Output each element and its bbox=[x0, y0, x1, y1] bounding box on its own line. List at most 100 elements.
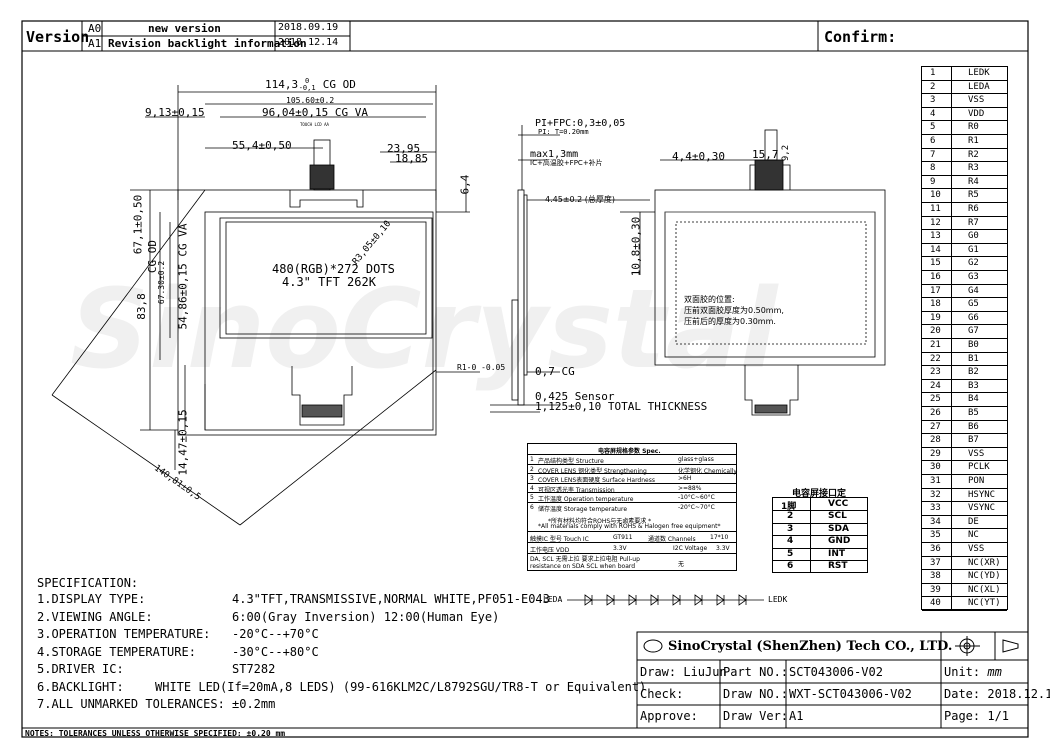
tp-pin-name: SDA bbox=[828, 523, 849, 534]
approve-label: Approve: bbox=[640, 709, 698, 723]
tp-pin-name: RST bbox=[828, 561, 848, 571]
spec-row-divider bbox=[528, 492, 736, 493]
pin-number: 17 bbox=[930, 285, 941, 296]
pin-name: B5 bbox=[968, 408, 979, 418]
pin-name: R1 bbox=[968, 136, 979, 146]
pin-name: LEDA bbox=[968, 81, 990, 92]
spec-row-divider bbox=[528, 463, 736, 465]
pi-t-label: PI: T=0.20mm bbox=[538, 128, 589, 136]
pin-number: 40 bbox=[930, 598, 941, 609]
pi-fpc-label: PI+FPC:0,3±0,05 bbox=[535, 118, 626, 129]
spec-value: ±0.2mm bbox=[232, 697, 276, 711]
max-thickness: max1,3mm bbox=[530, 149, 579, 160]
rohs-note-en: *All materials comply with ROHS & Haloge… bbox=[538, 523, 721, 530]
tp-row-divider bbox=[773, 510, 867, 511]
pin-name: B4 bbox=[968, 394, 979, 405]
pin-name: B3 bbox=[968, 380, 979, 391]
pin-number: 30 bbox=[930, 462, 941, 473]
drawn-by: Draw: LiuJun bbox=[640, 665, 727, 679]
tp-pin-number: 5 bbox=[787, 548, 794, 559]
tp-pin-head-no: 1脚 bbox=[781, 502, 797, 512]
draw-ver-label: Draw Ver: bbox=[723, 709, 789, 723]
pin-number: 33 bbox=[930, 503, 941, 514]
pin-name: VDD bbox=[968, 108, 985, 119]
pin-number: 28 bbox=[930, 435, 941, 446]
pin-number: 5 bbox=[930, 122, 936, 133]
vdd-label: 工作电压 VDD bbox=[530, 547, 570, 554]
pin-number: 2 bbox=[930, 81, 936, 92]
led-diode-icon bbox=[738, 594, 747, 606]
led-diode-icon bbox=[694, 594, 703, 606]
tp-pin-name: GND bbox=[828, 536, 851, 546]
pin-number: 1 bbox=[930, 68, 936, 78]
pin-name: R6 bbox=[968, 204, 979, 214]
led-anode-label: LEDA bbox=[543, 595, 563, 604]
led-cathode-label: LEDK bbox=[768, 595, 788, 604]
touch-ic-label: 触摸IC 型号 Touch IC bbox=[530, 536, 589, 543]
check-label: Check: bbox=[640, 687, 684, 701]
specification-title: SPECIFICATION: bbox=[37, 576, 139, 590]
date-label: Date: 2018.12.14 bbox=[944, 687, 1050, 701]
pin-name: B1 bbox=[968, 353, 979, 364]
cg-va-width: 96,04±0,15 CG VA bbox=[262, 106, 368, 119]
led-diode-icon bbox=[716, 594, 725, 606]
tp-pin-number: 6 bbox=[787, 561, 794, 571]
pin-name: G1 bbox=[968, 244, 979, 255]
spec-value: WHITE LED(If=20mA,8 LEDS) (99-616KLM2C/L… bbox=[155, 679, 647, 694]
page-label: Page: 1/1 bbox=[944, 709, 1010, 723]
corner-radius-2: R1-0 -0.05 bbox=[457, 363, 506, 372]
i2c-label: I2C Voltage bbox=[673, 545, 708, 552]
pin-number: 31 bbox=[930, 476, 941, 486]
dim-15-7: 15,7 bbox=[752, 148, 779, 161]
spec-item: 储存温度 Storage temperature bbox=[538, 505, 628, 513]
tape-note-3: 压前后的厚度为0.30mm. bbox=[684, 317, 776, 326]
touch-spec-title: 电容屏规格参数 Spec. bbox=[598, 448, 661, 455]
pin-number: 38 bbox=[930, 571, 941, 582]
pin-name: HSYNC bbox=[968, 489, 996, 500]
tp-pin-head-name: VCC bbox=[828, 499, 849, 509]
part-no-label: Part NO.: bbox=[723, 665, 789, 679]
revision-a1: A1 bbox=[88, 37, 102, 50]
pin-number: 16 bbox=[930, 272, 941, 282]
pin-number: 12 bbox=[930, 217, 941, 228]
watermark-logo: SinoCrystal bbox=[70, 265, 778, 393]
touch-lcd-aa: TOUCH LCD AA bbox=[300, 122, 329, 127]
sensor-thickness: 0,425 Sensor bbox=[535, 390, 615, 403]
revision-a1-desc: Revision backlight information bbox=[108, 37, 307, 50]
revision-a0-desc: new version bbox=[148, 22, 221, 35]
spec-row-divider bbox=[528, 473, 736, 474]
pin-name: R3 bbox=[968, 163, 979, 174]
spec-no: 1 bbox=[530, 456, 534, 463]
spec-row-divider bbox=[528, 482, 736, 484]
pin-number: 7 bbox=[930, 149, 936, 160]
pin-name: B7 bbox=[968, 435, 979, 446]
spec-item: 工作温度 Operation temperature bbox=[538, 496, 634, 503]
pin-number: 10 bbox=[930, 190, 941, 201]
tape-note-2: 压前双面胶厚度为0.50mm, bbox=[684, 306, 784, 315]
spec-value: >6H bbox=[678, 475, 692, 482]
pin-number: 26 bbox=[930, 408, 941, 418]
spec-value: 4.3"TFT,TRANSMISSIVE,NORMAL WHITE,PF051-… bbox=[232, 592, 550, 606]
pin-name: PON bbox=[968, 476, 985, 486]
pin-name: NC(XR) bbox=[968, 557, 1001, 568]
